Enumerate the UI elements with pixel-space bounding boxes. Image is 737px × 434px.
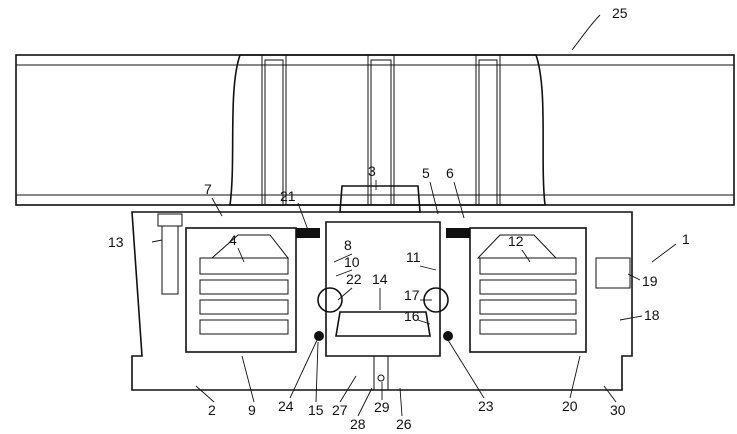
- screw-center: [370, 59, 392, 206]
- label-28: 28: [350, 416, 366, 432]
- label-12: 12: [508, 233, 524, 249]
- label-6: 6: [446, 165, 454, 181]
- label-1: 1: [682, 231, 690, 247]
- o-ring-left: [314, 331, 324, 341]
- arrow-25: [571, 14, 601, 51]
- label-15: 15: [308, 402, 324, 418]
- spring-cavity-right: [469, 227, 587, 353]
- label-2: 2: [208, 402, 216, 418]
- label-18: 18: [644, 307, 660, 323]
- o-ring-right: [443, 331, 453, 341]
- arrow-1: [651, 243, 677, 263]
- disc-springs-left: [199, 257, 289, 335]
- spring-cavity-left: [185, 227, 297, 353]
- label-7: 7: [204, 181, 212, 197]
- label-3: 3: [368, 163, 376, 179]
- label-5: 5: [422, 165, 430, 181]
- centering-pin: [339, 185, 421, 213]
- upper-plate: [15, 54, 735, 206]
- label-25: 25: [612, 5, 628, 21]
- label-19: 19: [642, 273, 658, 289]
- label-30: 30: [610, 402, 626, 418]
- screw-left: [264, 59, 284, 206]
- label-20: 20: [562, 398, 578, 414]
- seal-right: [446, 228, 470, 238]
- label-17: 17: [404, 287, 420, 303]
- air-duct: [373, 355, 389, 391]
- leader-lines: [151, 180, 643, 417]
- fixing-screw: [157, 213, 183, 295]
- label-14: 14: [372, 271, 388, 287]
- label-29: 29: [374, 399, 390, 415]
- disc-springs-right: [479, 257, 577, 335]
- side-screw: [595, 257, 631, 289]
- mounting-block: [229, 54, 546, 206]
- label-16: 16: [404, 308, 420, 324]
- label-11: 11: [406, 249, 421, 265]
- screw-right: [478, 59, 498, 206]
- piston-left: [210, 234, 290, 259]
- label-26: 26: [396, 416, 412, 432]
- label-8: 8: [344, 237, 352, 253]
- label-21: 21: [280, 188, 296, 204]
- label-10: 10: [344, 254, 360, 270]
- label-24: 24: [278, 398, 294, 414]
- label-13: 13: [108, 234, 124, 250]
- label-4: 4: [229, 232, 237, 248]
- label-22: 22: [346, 271, 362, 287]
- label-23: 23: [478, 398, 494, 414]
- locking-ball-left: [317, 287, 343, 313]
- seal-left: [296, 228, 320, 238]
- housing: [131, 211, 633, 391]
- clamping-head: [335, 311, 431, 337]
- label-27: 27: [332, 402, 348, 418]
- label-9: 9: [248, 402, 256, 418]
